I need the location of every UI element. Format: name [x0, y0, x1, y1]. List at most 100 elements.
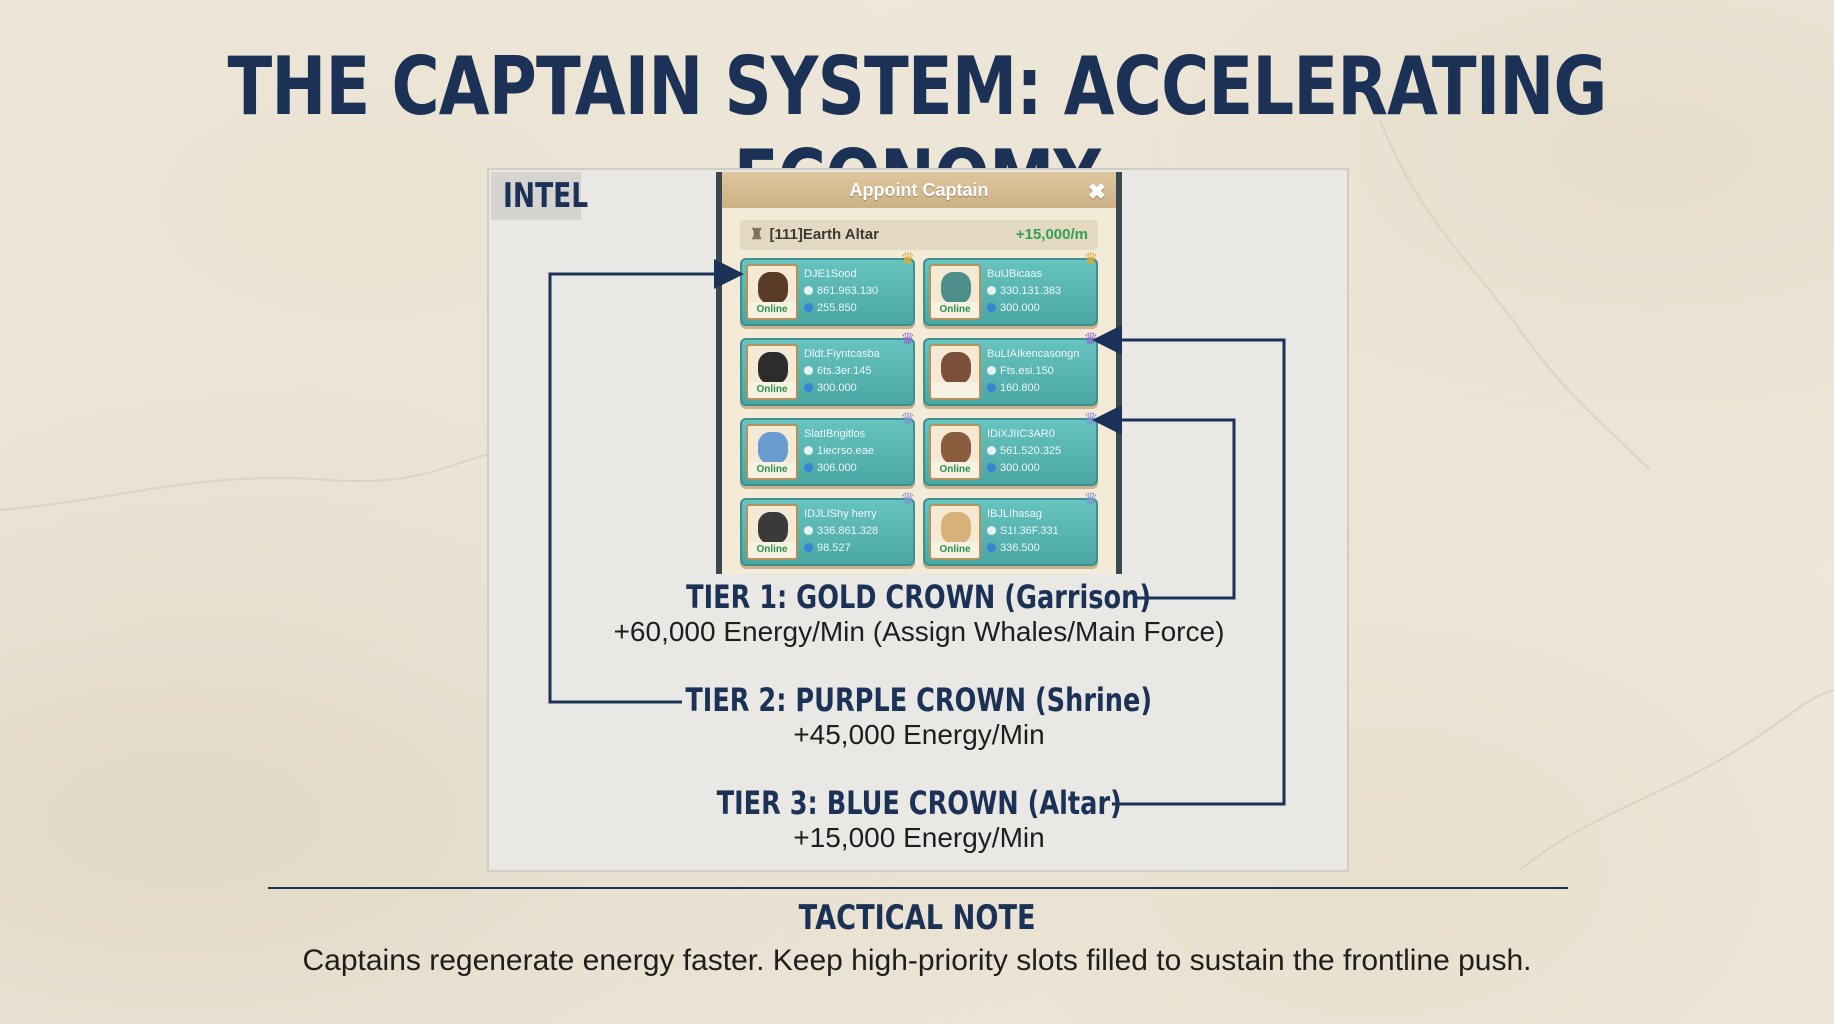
energy-icon: [804, 303, 813, 312]
avatar-portrait: [758, 352, 788, 384]
captain-power: 6ts.3er.145: [804, 363, 909, 380]
captain-avatar: Online: [746, 424, 798, 480]
tier-1: TIER 1: GOLD CROWN (Garrison) +60,000 En…: [579, 578, 1259, 648]
shield-icon: [804, 366, 813, 375]
energy-icon: [987, 303, 996, 312]
captain-name: IDJLIShy herry: [804, 508, 877, 520]
avatar-portrait: [758, 512, 788, 544]
captain-name: Dldt.Fiyntcasba: [804, 348, 880, 360]
tier-3: TIER 3: BLUE CROWN (Altar) +15,000 Energ…: [579, 784, 1259, 854]
energy-icon: [804, 383, 813, 392]
close-icon: ✖: [1087, 179, 1106, 204]
online-status: Online: [748, 302, 796, 318]
purple-crown-icon: ♛: [900, 331, 915, 348]
avatar-portrait: [758, 272, 788, 304]
captain-avatar: Online: [746, 504, 798, 560]
captain-name: IBJLIhasag: [987, 508, 1043, 520]
avatar-portrait: [941, 432, 971, 464]
captain-avatar: Online: [746, 344, 798, 400]
location-bar: ♜ [111]Earth Altar +15,000/m: [740, 220, 1098, 250]
captain-energy: 255.850: [804, 300, 909, 317]
shield-icon: [987, 446, 996, 455]
captain-power: 861.963.130: [804, 283, 909, 300]
tier-2: TIER 2: PURPLE CROWN (Shrine) +45,000 En…: [579, 681, 1259, 751]
divider: [268, 887, 1568, 889]
captain-energy: 300.000: [987, 300, 1092, 317]
captain-energy: 98.527: [804, 540, 909, 557]
online-status: Online: [748, 542, 796, 558]
game-screenshot: Appoint Captain ✖ ♜ [111]Earth Altar +15,…: [716, 172, 1122, 574]
intel-panel: INTEL Appoint Captain ✖ ♜ [111]Earth Alta…: [487, 168, 1349, 872]
online-status: Online: [748, 462, 796, 478]
captain-energy: 336.500: [987, 540, 1092, 557]
tactical-note-text: Captains regenerate energy faster. Keep …: [302, 944, 1532, 977]
location-rate: +15,000/m: [1015, 226, 1088, 243]
shield-icon: [987, 526, 996, 535]
captain-power: S1I.36F.331: [987, 523, 1092, 540]
tactical-note-heading: TACTICAL NOTE: [798, 898, 1036, 938]
captain-name: DJE1Sood: [804, 268, 857, 280]
captain-power: 336.861.328: [804, 523, 909, 540]
dialog-header: Appoint Captain ✖: [722, 172, 1116, 208]
energy-icon: [987, 383, 996, 392]
energy-icon: [804, 543, 813, 552]
avatar-portrait: [941, 512, 971, 544]
gold-crown-icon: ♛: [900, 251, 915, 268]
shield-icon: [804, 446, 813, 455]
blue-crown-icon: ♛: [1083, 491, 1098, 508]
captain-energy: 300.000: [804, 380, 909, 397]
tier-1-detail: +60,000 Energy/Min (Assign Whales/Main F…: [613, 616, 1225, 647]
captain-energy: 160.800: [987, 380, 1092, 397]
captain-name: BuIJBicaas: [987, 268, 1043, 280]
tier-2-heading: TIER 2: PURPLE CROWN (Shrine): [685, 681, 1153, 719]
online-status: Online: [931, 462, 979, 478]
blue-crown-icon: ♛: [900, 411, 915, 428]
location-icon: ♜: [750, 226, 764, 243]
captain-name: SlatIBrigitlos: [804, 428, 866, 440]
captain-avatar: Online: [929, 504, 981, 560]
tier-3-heading: TIER 3: BLUE CROWN (Altar): [716, 784, 1122, 822]
captain-power: 561.520.325: [987, 443, 1092, 460]
gold-crown-icon: ♛: [1083, 251, 1098, 268]
online-status: Online: [931, 302, 979, 318]
location-name: [111]Earth Altar: [769, 226, 879, 243]
online-status: Online: [931, 542, 979, 558]
captain-name: BuLIAIkencasongn: [987, 348, 1080, 360]
avatar-portrait: [941, 272, 971, 304]
avatar-portrait: [941, 352, 971, 384]
captain-avatar: Online: [929, 424, 981, 480]
shield-icon: [804, 286, 813, 295]
online-status: Online: [748, 382, 796, 398]
purple-crown-icon: ♛: [1083, 331, 1098, 348]
captain-power: 330.131.383: [987, 283, 1092, 300]
shield-icon: [987, 286, 996, 295]
tier-1-heading: TIER 1: GOLD CROWN (Garrison): [686, 578, 1152, 616]
captain-power: 1iecrso.eae: [804, 443, 909, 460]
tier-3-detail: +15,000 Energy/Min: [793, 822, 1045, 853]
captain-avatar: Online: [746, 264, 798, 320]
captain-avatar: Online: [929, 264, 981, 320]
captain-power: Fts.esi.150: [987, 363, 1092, 380]
tier-2-detail: +45,000 Energy/Min: [793, 719, 1045, 750]
energy-icon: [987, 543, 996, 552]
intel-tag: INTEL: [491, 172, 588, 220]
blue-crown-icon: ♛: [1083, 411, 1098, 428]
online-status: [931, 382, 979, 398]
captain-name: IDiXJIIC3AR0: [987, 428, 1055, 440]
